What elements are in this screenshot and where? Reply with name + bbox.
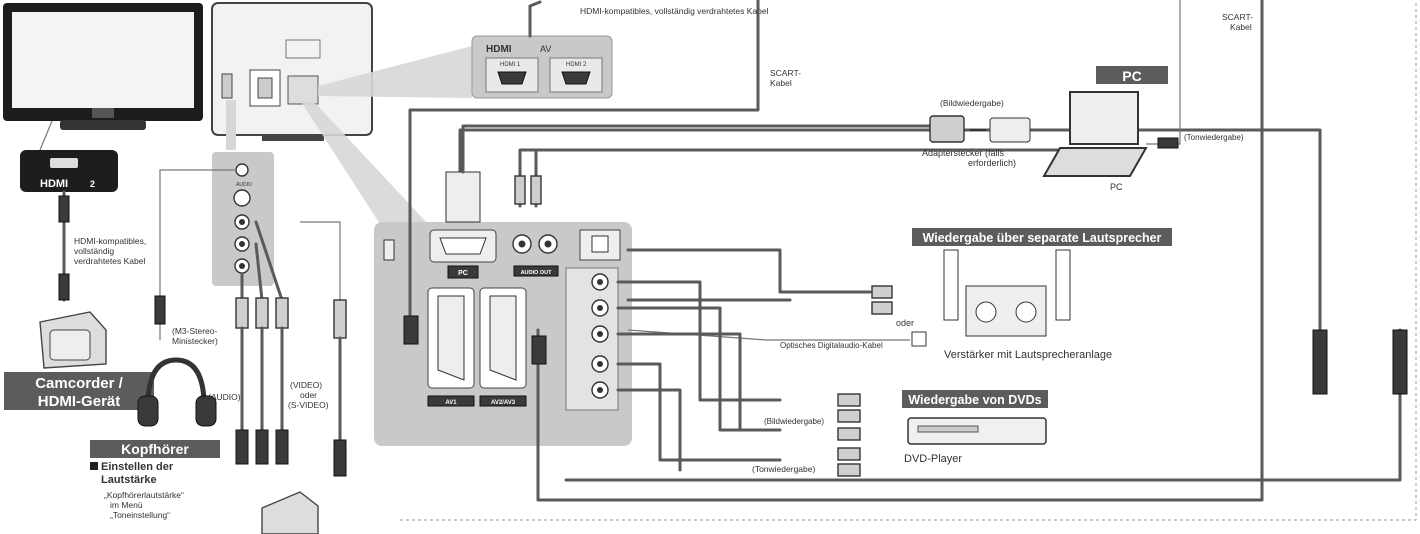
camcorder-left: Camcorder / HDMI-Gerät (4, 311, 154, 410)
pc-adapter (929, 115, 1031, 143)
speakers-title-box (912, 228, 1172, 246)
rear-panel: PC AUDIO OUT AV1 AV2/AV3 (374, 222, 632, 446)
amp-label: Verstärker mit Lautsprecheranlage (944, 349, 1112, 361)
hdmi-port-number: 2 (90, 179, 95, 189)
dvd-player (907, 417, 1047, 445)
stereo-label-1: (M3-Stereo- (172, 326, 218, 336)
menu-label-3: „Toneinstellung“ (110, 510, 170, 520)
side-av-panel: AUDIO (212, 152, 274, 286)
pc-caption: PC (1110, 182, 1123, 192)
hdmi-cable-top (528, 0, 542, 38)
pc-ton-label: (Tonwiedergabe) (1184, 133, 1244, 142)
adapter-label-1: Adapterstecker (falls (922, 148, 1005, 158)
scart-mid-label-1: SCART- (770, 68, 801, 78)
side-audio-text: AUDIO (236, 182, 252, 188)
dvd-bild-label: (Bildwiedergabe) (764, 417, 824, 426)
camcorder-bottom (261, 491, 319, 534)
av2-label: AV2/AV3 (491, 400, 516, 406)
speakers-title: Wiedergabe über separate Lautsprecher (923, 231, 1162, 245)
menu-label-2: im Menü (110, 500, 143, 510)
video-label-1: (VIDEO) (290, 380, 322, 390)
laptop (1042, 91, 1148, 177)
scart-mid-label-2: Kabel (770, 78, 792, 88)
stereo-label-2: Ministecker) (172, 336, 218, 346)
hdmi-callout-beam (318, 46, 472, 98)
pc-title: PC (1122, 68, 1141, 84)
headphones-title: Kopfhörer (121, 441, 189, 457)
audio-out-label: AUDIO OUT (521, 270, 553, 276)
dvd-title-box (902, 390, 1048, 408)
speaker-cables (626, 248, 927, 347)
volume-label-2: Lautstärke (101, 474, 157, 486)
volume-label-1: Einstellen der (101, 461, 174, 473)
dashed-boundary (400, 0, 1417, 521)
hdmi-port-1 (497, 71, 527, 85)
hdmi-port-1-label: HDMI 1 (500, 62, 521, 68)
video-label-3: (S-VIDEO) (288, 400, 329, 410)
hdmi-panel-av: AV (540, 44, 551, 54)
headphones (137, 357, 217, 427)
pc-port-label: PC (458, 270, 468, 277)
scart-right-label-2: Kabel (1230, 22, 1252, 32)
hdmi-port-2-label: HDMI 2 (566, 62, 587, 68)
hdmi-cable-left: HDMI-kompatibles, vollständig verdrahtet… (58, 190, 146, 302)
headphone-cable (159, 169, 236, 340)
dvd-player-label: DVD-Player (904, 453, 962, 465)
side-rca-cables: (AUDIO) (VIDEO) oder (S-VIDEO) (208, 220, 347, 477)
speakers-oder: oder (896, 318, 914, 328)
scart-cables: SCART- Kabel SCART- Kabel (403, 0, 1408, 502)
rear-callout-beam (300, 100, 428, 224)
hdmi-panel-logo: HDMI (486, 44, 512, 55)
adapter-label-2: erforderlich) (968, 158, 1016, 168)
tv-front (3, 3, 203, 130)
scart-right-label-1: SCART- (1222, 12, 1253, 22)
camcorder-label-2: HDMI-Gerät (38, 393, 121, 410)
dvd-cables (616, 280, 861, 477)
hdmi-panel: HDMI AV HDMI 1 HDMI 2 (471, 35, 613, 99)
side-hdmi-panel: HDMI 2 (20, 120, 118, 192)
optical-label: Optisches Digitalaudio-Kabel (780, 341, 883, 350)
side-callout-beam (226, 100, 236, 150)
camcorder-label-box (4, 372, 154, 410)
hdmi-cable-top-label: HDMI-kompatibles, vollständig verdrahtet… (580, 6, 769, 16)
pc-bild-label: (Bildwiedergabe) (940, 98, 1004, 108)
hdmi-cable-label-1: HDMI-kompatibles, (74, 236, 146, 246)
camcorder-label-1: Camcorder / (35, 375, 123, 392)
tv-rear (211, 2, 373, 141)
dvd-title: Wiedergabe von DVDs (908, 393, 1041, 407)
pc-cable (445, 124, 1062, 223)
menu-label-1: „Kopfhörerlautstärke“ (104, 490, 184, 500)
speaker-system (943, 249, 1071, 337)
hdmi-cable-label-2: vollständig (74, 246, 114, 256)
hdmi-logo-text: HDMI (40, 178, 68, 190)
video-label-2: oder (300, 390, 317, 400)
audio-label: (AUDIO) (208, 392, 241, 402)
hdmi-cable-label-3: verdrahtetes Kabel (74, 256, 145, 266)
pc-title-box (1096, 66, 1168, 84)
dvd-ton-label: (Tonwiedergabe) (752, 464, 815, 474)
pc-audio-cable (1146, 0, 1181, 145)
headphones-label-box (90, 440, 220, 458)
hdmi-port-2 (561, 71, 591, 85)
av1-label: AV1 (445, 400, 457, 406)
